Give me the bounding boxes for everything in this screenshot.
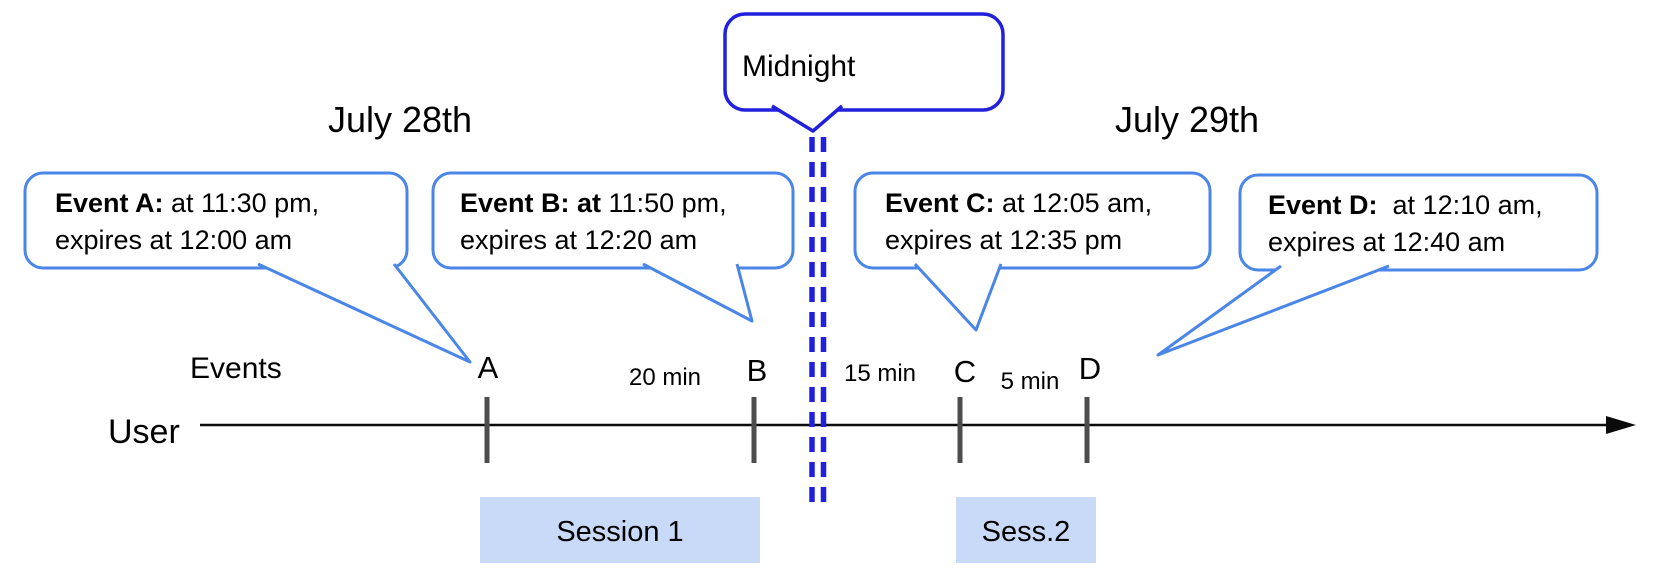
event-b-time-text: 11:50 pm, <box>601 188 727 218</box>
event-b-line2: expires at 12:20 am <box>460 225 697 255</box>
event-c-time-text: at 12:05 am, <box>995 188 1153 218</box>
tick-d <box>1084 397 1090 463</box>
midnight-callout-pointer <box>771 104 844 133</box>
timeline-axis <box>200 416 1636 434</box>
event-a-bold-text: Event A: <box>55 188 164 218</box>
event-a-line2: expires at 12:00 am <box>55 225 292 255</box>
event-d-line2: expires at 12:40 am <box>1268 227 1505 257</box>
session-2-rect <box>956 497 1096 563</box>
tick-label-b: B <box>747 353 768 388</box>
tick-label-c: C <box>954 354 976 389</box>
tick-c <box>957 397 963 463</box>
event-b-line1: Event B: at 11:50 pm, <box>460 188 727 218</box>
event-callout-c-pointer <box>913 262 1003 332</box>
event-callout-d-rect <box>1238 173 1599 272</box>
event-callout-a-rect <box>23 171 409 270</box>
event-c-line1: Event C: at 12:05 am, <box>885 188 1152 218</box>
session-2-label: Sess.2 <box>982 516 1071 548</box>
event-callout-b: Event B: at 11:50 pm, expires at 12:20 a… <box>431 171 795 323</box>
tick-label-d: D <box>1079 351 1101 386</box>
tick-label-a: A <box>478 350 499 385</box>
session-1-box: Session 1 <box>480 497 760 563</box>
event-c-line2: expires at 12:35 pm <box>885 225 1122 255</box>
interval-label-5min: 5 min <box>1001 368 1060 395</box>
event-callout-b-rect <box>431 171 795 270</box>
events-row-label: Events <box>190 352 282 385</box>
event-callout-c-rect <box>853 171 1212 270</box>
event-callout-a-pointer <box>257 262 472 364</box>
event-callout-a: Event A: at 11:30 pm, expires at 12:00 a… <box>23 171 472 364</box>
timeline-arrowhead-icon <box>1606 416 1636 434</box>
event-a-time-text: at 11:30 pm, <box>164 188 320 218</box>
midnight-callout-rect <box>723 12 1005 112</box>
event-d-bold-text: Event D: <box>1268 190 1378 220</box>
midnight-callout: Midnight <box>723 12 1005 133</box>
interval-label-20min: 20 min <box>629 364 701 391</box>
event-b-bold-text: Event B: at <box>460 188 601 218</box>
midnight-callout-label: Midnight <box>742 50 856 83</box>
event-c-bold-text: Event C: <box>885 188 995 218</box>
event-callout-d-pointer <box>1156 264 1390 357</box>
session-1-rect <box>480 497 760 563</box>
session-1-label: Session 1 <box>556 516 683 548</box>
event-callout-d: Event D: at 12:10 am, expires at 12:40 a… <box>1156 173 1599 357</box>
event-d-line1: Event D: at 12:10 am, <box>1268 190 1543 220</box>
date-label-left: July 28th <box>328 99 472 140</box>
timeline-ticks <box>484 397 1090 463</box>
event-d-time-text: at 12:10 am, <box>1378 190 1543 220</box>
session-2-box: Sess.2 <box>956 497 1096 563</box>
event-callout-c: Event C: at 12:05 am, expires at 12:35 p… <box>853 171 1212 332</box>
interval-label-15min: 15 min <box>844 360 916 387</box>
tick-a <box>484 397 490 463</box>
date-label-right: July 29th <box>1115 99 1259 140</box>
midnight-divider-line <box>809 137 827 506</box>
event-a-line1: Event A: at 11:30 pm, <box>55 188 319 218</box>
user-row-label: User <box>108 413 180 451</box>
tick-b <box>751 397 757 463</box>
event-callout-b-pointer <box>642 262 754 323</box>
